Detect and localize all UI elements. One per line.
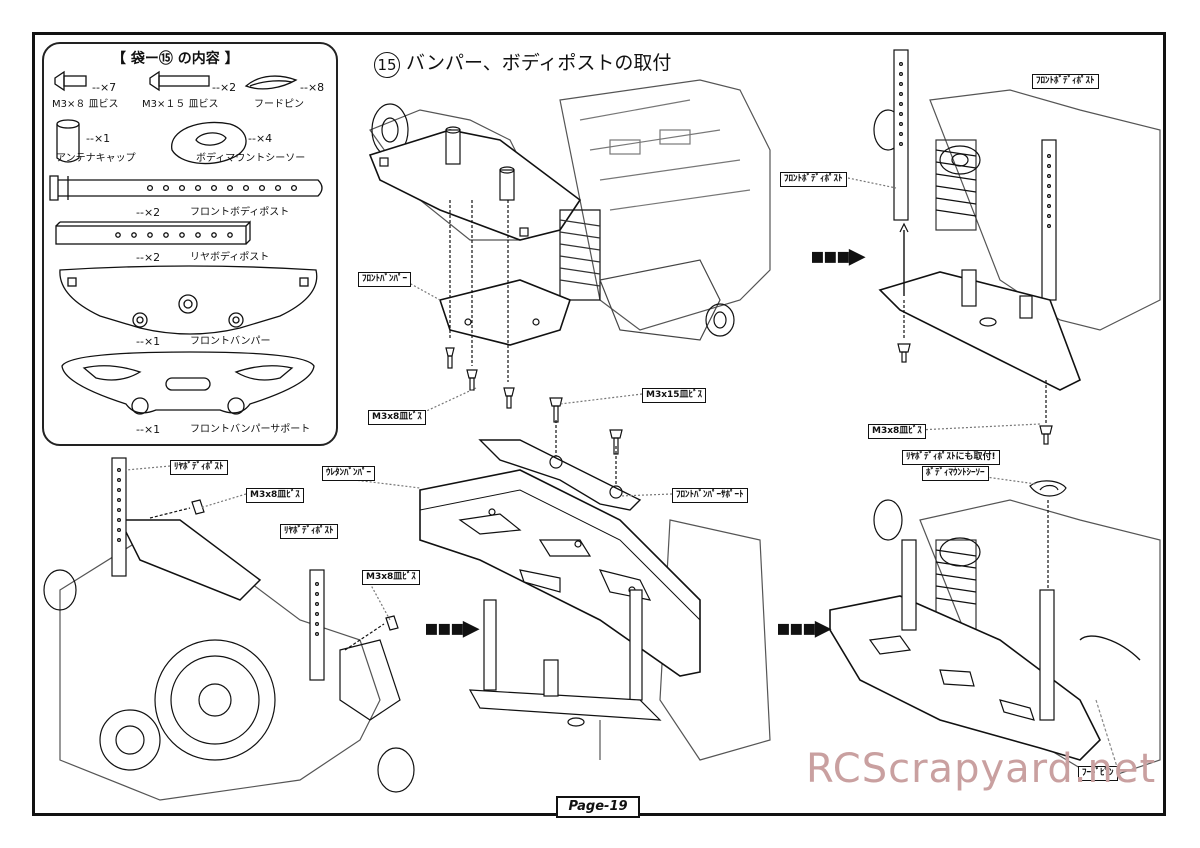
callout-m3x15-screw: M3x15皿ﾋﾞｽ bbox=[642, 388, 707, 403]
part-qty-3: --×8 bbox=[300, 81, 325, 94]
callout-rear-post-note: ﾘﾔﾎﾞﾃﾞｨﾎﾟｽﾄにも取付! bbox=[902, 450, 1000, 465]
part-name-3: フードピン bbox=[254, 99, 304, 110]
callout-front-body-post-side: ﾌﾛﾝﾄﾎﾞﾃﾞｨﾎﾟｽﾄ bbox=[780, 172, 847, 187]
part-qty-6: --×2 bbox=[136, 206, 161, 219]
callout-front-body-post-top: ﾌﾛﾝﾄﾎﾞﾃﾞｨﾎﾟｽﾄ bbox=[1032, 74, 1099, 89]
callout-front-bumper: ﾌﾛﾝﾄﾊﾞﾝﾊﾟｰ bbox=[358, 272, 412, 287]
process-arrow-1: ▪▪▪▶ bbox=[810, 244, 866, 269]
callout-rear-body-post-a: ﾘﾔﾎﾞﾃﾞｨﾎﾟｽﾄ bbox=[170, 460, 228, 475]
part-name-5: ボディマウントシーソー bbox=[196, 153, 306, 164]
step-number: 15 bbox=[374, 52, 400, 78]
callout-body-mount-washer: ﾎﾞﾃﾞｨﾏｳﾝﾄｼｰｿｰ bbox=[922, 466, 989, 481]
bag-title: 【 袋ー⑮ の内容 】 bbox=[112, 51, 239, 67]
part-name-7: リヤボディポスト bbox=[190, 252, 270, 263]
part-qty-4: --×1 bbox=[86, 132, 111, 145]
callout-hood-pin: ﾌｰﾄﾞﾋﾟﾝ bbox=[1078, 766, 1118, 781]
diagram-front-bumper bbox=[368, 79, 771, 409]
part-qty-7: --×2 bbox=[136, 251, 161, 264]
part-name-9: フロントバンパーサポート bbox=[190, 424, 311, 435]
callout-front-bumper-support: ﾌﾛﾝﾄﾊﾞﾝﾊﾟｰｻﾎﾟｰﾄ bbox=[672, 488, 748, 503]
diagram-rear-posts bbox=[43, 457, 415, 801]
front-bumper-icon bbox=[59, 265, 318, 335]
page-number: Page-19 bbox=[556, 796, 640, 818]
part-name-1: M3×８ 皿ビス bbox=[52, 99, 119, 110]
flat-screw-short-icon bbox=[54, 70, 87, 92]
body-clip-icon bbox=[244, 75, 298, 90]
front-body-post-icon bbox=[49, 175, 323, 201]
callout-m3x8-screw-d: M3x8皿ﾋﾞｽ bbox=[362, 570, 420, 585]
antenna-cap-icon bbox=[56, 119, 80, 163]
callout-m3x8-screw-c: M3x8皿ﾋﾞｽ bbox=[246, 488, 304, 503]
bag-contents-panel bbox=[42, 42, 338, 446]
part-qty-9: --×1 bbox=[136, 423, 161, 436]
rear-body-post-icon bbox=[55, 220, 251, 245]
part-qty-1: --×7 bbox=[92, 81, 117, 94]
callout-m3x8-screw-a: M3x8皿ﾋﾞｽ bbox=[368, 410, 426, 425]
callout-urethane-bumper: ｳﾚﾀﾝﾊﾞﾝﾊﾟｰ bbox=[322, 466, 376, 481]
process-arrow-3: ▪▪▪▶ bbox=[776, 616, 832, 641]
part-name-8: フロントバンパー bbox=[190, 336, 271, 347]
front-bumper-support-icon bbox=[61, 351, 315, 415]
step-title: バンパー、ボディポストの取付 bbox=[406, 52, 672, 74]
part-qty-5: --×4 bbox=[248, 132, 273, 145]
diagram-completed bbox=[829, 480, 1161, 781]
watermark: RCScrapyard.net bbox=[806, 746, 1157, 792]
diagram-urethane-bumper bbox=[419, 397, 771, 761]
callout-m3x8-screw-b: M3x8皿ﾋﾞｽ bbox=[868, 424, 926, 439]
process-arrow-2: ▪▪▪▶ bbox=[424, 616, 480, 641]
part-name-2: M3×１５ 皿ビス bbox=[142, 99, 219, 110]
body-mount-washer-icon bbox=[171, 121, 247, 165]
part-qty-2: --×2 bbox=[212, 81, 237, 94]
part-name-4: アンテナキャップ bbox=[56, 153, 136, 164]
part-name-6: フロントボディポスト bbox=[190, 207, 290, 218]
callout-rear-body-post-b: ﾘﾔﾎﾞﾃﾞｨﾎﾟｽﾄ bbox=[280, 524, 338, 539]
part-qty-8: --×1 bbox=[136, 335, 161, 348]
flat-screw-long-icon bbox=[149, 70, 210, 92]
diagram-front-posts bbox=[873, 49, 1161, 445]
